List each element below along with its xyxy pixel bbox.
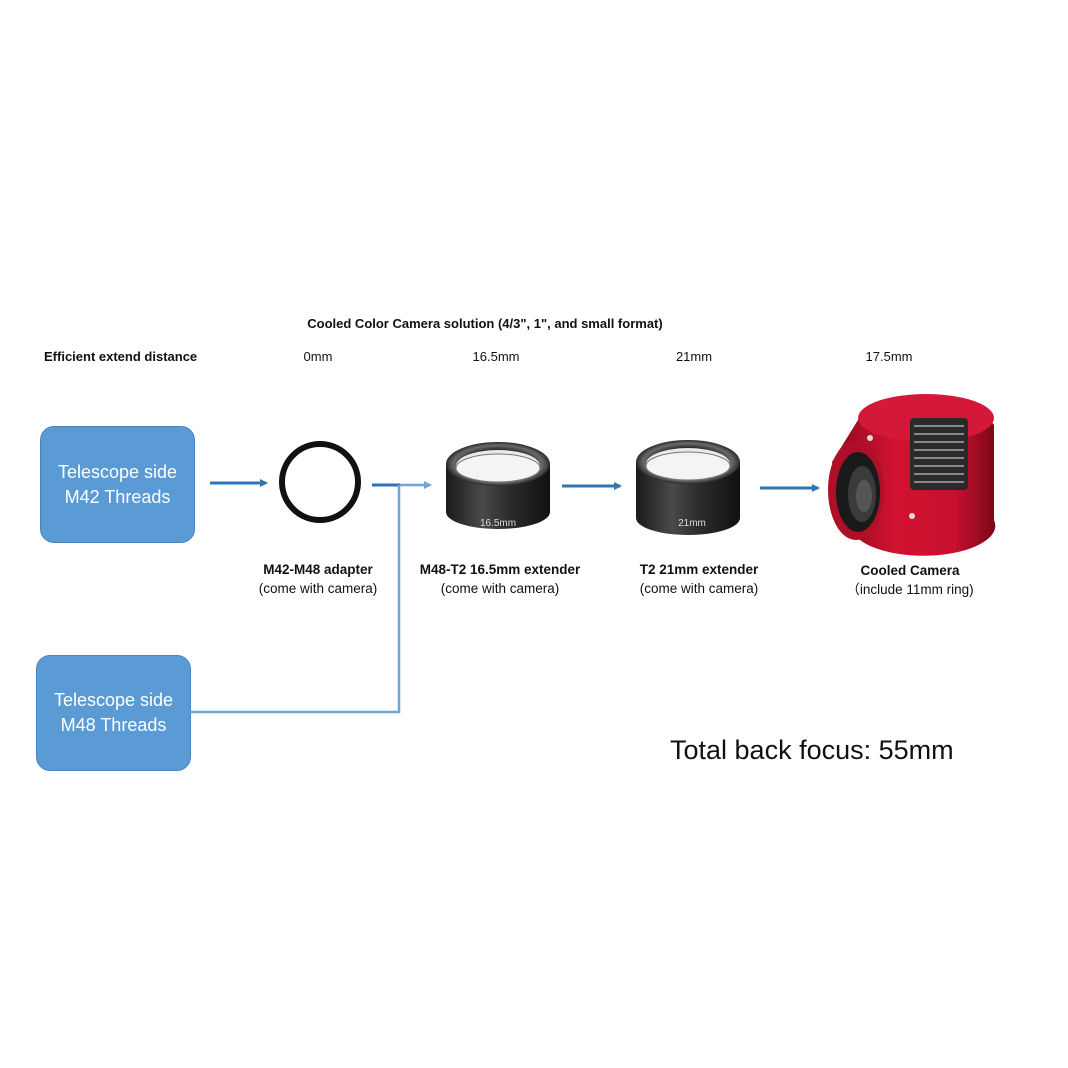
caption-adapter: M42-M48 adapter (come with camera)	[238, 560, 398, 598]
caption-extender-21-note: (come with camera)	[639, 581, 759, 596]
distance-extender-21: 21mm	[675, 349, 713, 364]
extender-16-5-image: 16.5mm	[446, 442, 550, 529]
source-box-m42: Telescope side M42 Threads	[40, 426, 195, 543]
caption-extender-21-name: T2 21mm extender	[639, 562, 759, 577]
caption-extender-21: T2 21mm extender (come with camera)	[614, 560, 784, 598]
distance-label: Efficient extend distance	[44, 349, 198, 364]
connector-m48	[190, 485, 401, 714]
adapter-ring-image	[279, 441, 361, 523]
extender-21-engraving: 21mm	[678, 518, 706, 529]
caption-extender-16-5: M48-T2 16.5mm extender (come with camera…	[400, 560, 600, 598]
caption-camera-note: （include 11mm ring)	[846, 582, 974, 597]
distance-camera: 17.5mm	[865, 349, 913, 364]
diagram-title: Cooled Color Camera solution (4/3", 1", …	[307, 316, 663, 331]
extender-16-5-engraving: 16.5mm	[480, 518, 516, 529]
caption-adapter-note: (come with camera)	[258, 581, 378, 596]
source-m48-line1: Telescope side	[53, 690, 174, 710]
source-m42-line2: M42 Threads	[64, 486, 171, 507]
caption-adapter-name: M42-M48 adapter	[263, 562, 373, 577]
distance-adapter: 0mm	[303, 349, 333, 364]
caption-camera: Cooled Camera （include 11mm ring)	[822, 561, 998, 599]
cooled-camera-image	[828, 394, 996, 556]
total-back-focus: Total back focus: 55mm	[670, 735, 954, 765]
source-box-m48: Telescope side M48 Threads	[36, 655, 191, 771]
caption-camera-name: Cooled Camera	[860, 563, 960, 578]
caption-extender-16-5-name: M48-T2 16.5mm extender	[419, 562, 581, 577]
extender-21-image: 21mm	[636, 440, 740, 535]
heatsink-fins	[910, 418, 968, 490]
source-m48-line2: M48 Threads	[60, 715, 167, 735]
source-m42-line1: Telescope side	[57, 461, 178, 482]
caption-extender-16-5-note: (come with camera)	[440, 581, 560, 596]
distance-extender-16-5: 16.5mm	[472, 349, 520, 364]
